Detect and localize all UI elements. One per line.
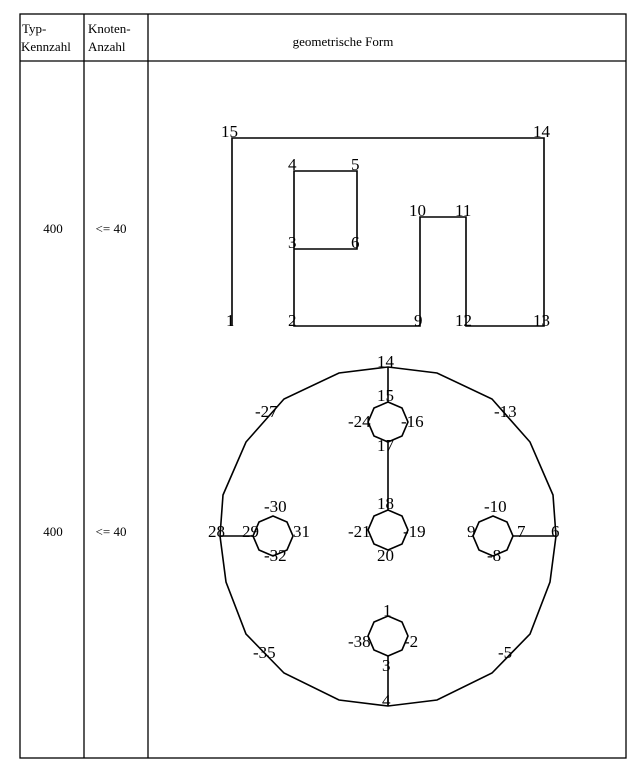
diagram-2-hole-bottom xyxy=(367,615,409,657)
d2-node-label: 6 xyxy=(551,522,560,541)
d1-node-label: 13 xyxy=(533,311,550,330)
d2-node-label: 18 xyxy=(377,494,394,513)
d2-node-label: 4 xyxy=(382,691,391,710)
d2-node-label: -13 xyxy=(494,402,517,421)
diagram-2-shape xyxy=(219,366,557,707)
d1-node-label: 9 xyxy=(414,311,423,330)
diagram-2-hole-left xyxy=(252,515,294,557)
d2-node-label: 7 xyxy=(517,522,526,541)
header-knoten-line1: Knoten- xyxy=(88,21,131,36)
d1-node-label: 11 xyxy=(455,201,471,220)
d2-node-label: -2 xyxy=(404,632,418,651)
d2-node-label: -38 xyxy=(348,632,371,651)
d2-node-label: -21 xyxy=(348,522,371,541)
d2-node-label: -27 xyxy=(255,402,278,421)
d1-node-label: 10 xyxy=(409,201,426,220)
diagram-2-hole-center xyxy=(367,509,409,551)
d1-node-label: 12 xyxy=(455,311,472,330)
d2-node-label: -32 xyxy=(264,546,287,565)
d1-node-label: 2 xyxy=(288,311,297,330)
d1-node-label: 5 xyxy=(351,155,360,174)
row1-knoten: <= 40 xyxy=(96,221,127,236)
row2-knoten: <= 40 xyxy=(96,524,127,539)
d1-node-label: 14 xyxy=(533,122,551,141)
header-geometric-form: geometrische Form xyxy=(293,34,394,49)
header-knoten-line2: Anzahl xyxy=(88,39,126,54)
d1-node-label: 15 xyxy=(221,122,238,141)
d2-node-label: 29 xyxy=(242,522,259,541)
diagram-1-outline xyxy=(231,137,545,327)
d2-node-label: 31 xyxy=(293,522,310,541)
header-typ-line2: Kennzahl xyxy=(21,39,71,54)
d1-node-label: 3 xyxy=(288,233,297,252)
d2-node-label: 14 xyxy=(377,352,395,371)
d2-node-label: -5 xyxy=(498,643,512,662)
d2-node-label: -19 xyxy=(403,522,426,541)
table-grid xyxy=(19,13,627,759)
d2-node-label: -35 xyxy=(253,643,276,662)
d2-node-label: -30 xyxy=(264,497,287,516)
d2-node-label: 1 xyxy=(383,601,392,620)
d1-node-label: 4 xyxy=(288,155,297,174)
d1-node-label: 6 xyxy=(351,233,360,252)
header-typ-line1: Typ- xyxy=(22,21,46,36)
d2-node-label: 20 xyxy=(377,546,394,565)
table-border xyxy=(19,13,627,759)
row1-typ: 400 xyxy=(43,221,63,236)
diagram-1-shape xyxy=(231,137,545,327)
diagram-2-hole-right xyxy=(472,515,514,557)
d2-node-label: 15 xyxy=(377,386,394,405)
d2-node-label: 28 xyxy=(208,522,225,541)
d2-node-label: -16 xyxy=(401,412,424,431)
diagram-1-labels: 15 14 4 5 10 11 3 6 1 2 9 12 13 xyxy=(221,122,551,330)
d1-node-label: 1 xyxy=(226,311,235,330)
d2-node-label: -10 xyxy=(484,497,507,516)
d2-node-label: 3 xyxy=(382,656,391,675)
d2-node-label: 9 xyxy=(467,522,476,541)
diagram-2-labels: 14 15 -13 -27 -24 -16 17 18 -30 -10 28 2… xyxy=(208,352,560,710)
d2-node-label: -8 xyxy=(487,546,501,565)
row2-typ: 400 xyxy=(43,524,63,539)
d2-node-label: 17 xyxy=(377,436,395,455)
d2-node-label: -24 xyxy=(348,412,371,431)
